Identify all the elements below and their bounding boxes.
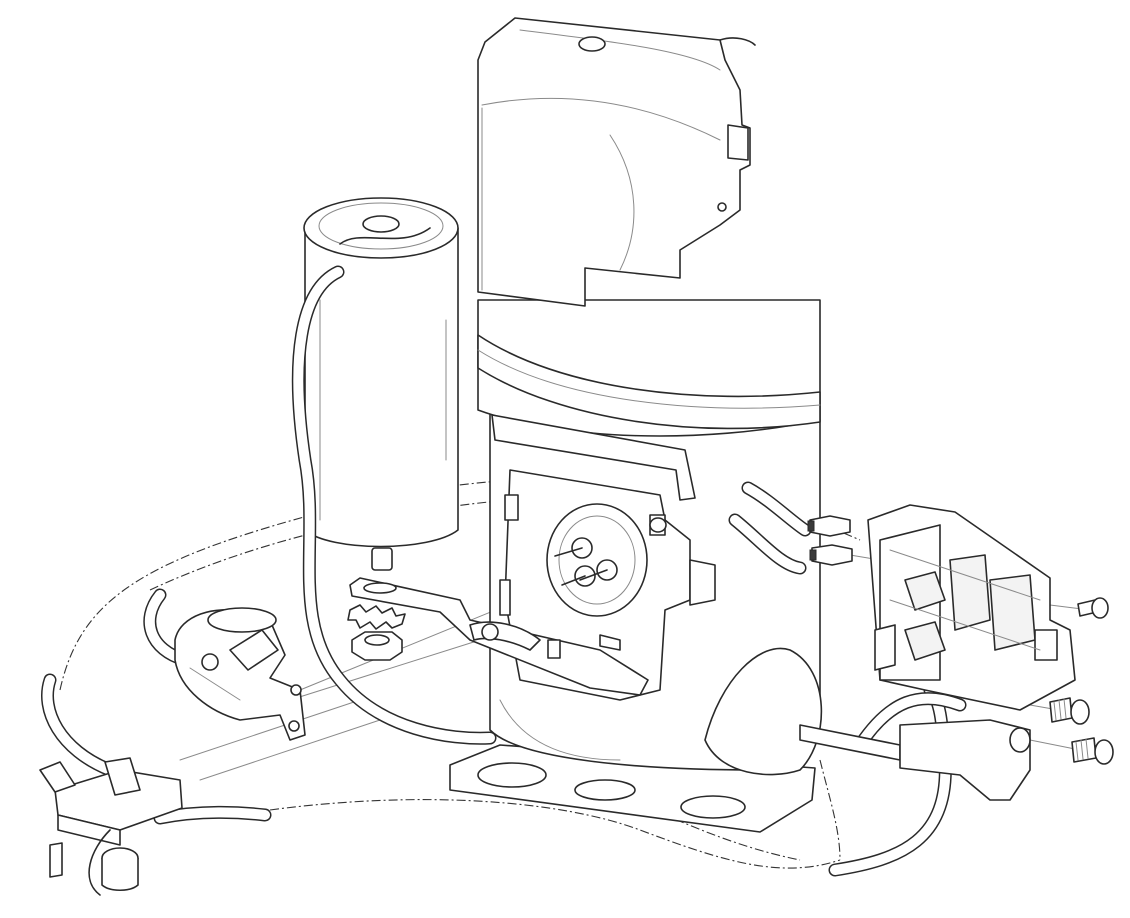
mounting-bracket [349, 577, 649, 696]
wire-harness [41, 265, 967, 877]
screw-middle [1049, 697, 1090, 725]
start-relay-assembly [867, 504, 1076, 711]
cable-clamp [799, 719, 1031, 801]
star-washer [347, 604, 406, 630]
overload-protector [174, 607, 306, 741]
spade-connectors [807, 515, 853, 566]
hex-nut [351, 631, 403, 661]
terminal-pins [546, 503, 648, 683]
terminal-cover [477, 17, 756, 307]
relay-switch [39, 757, 183, 896]
run-capacitor [303, 197, 459, 571]
screws [1049, 597, 1114, 765]
screw-top [1077, 597, 1109, 619]
screw-bottom [1071, 737, 1114, 765]
